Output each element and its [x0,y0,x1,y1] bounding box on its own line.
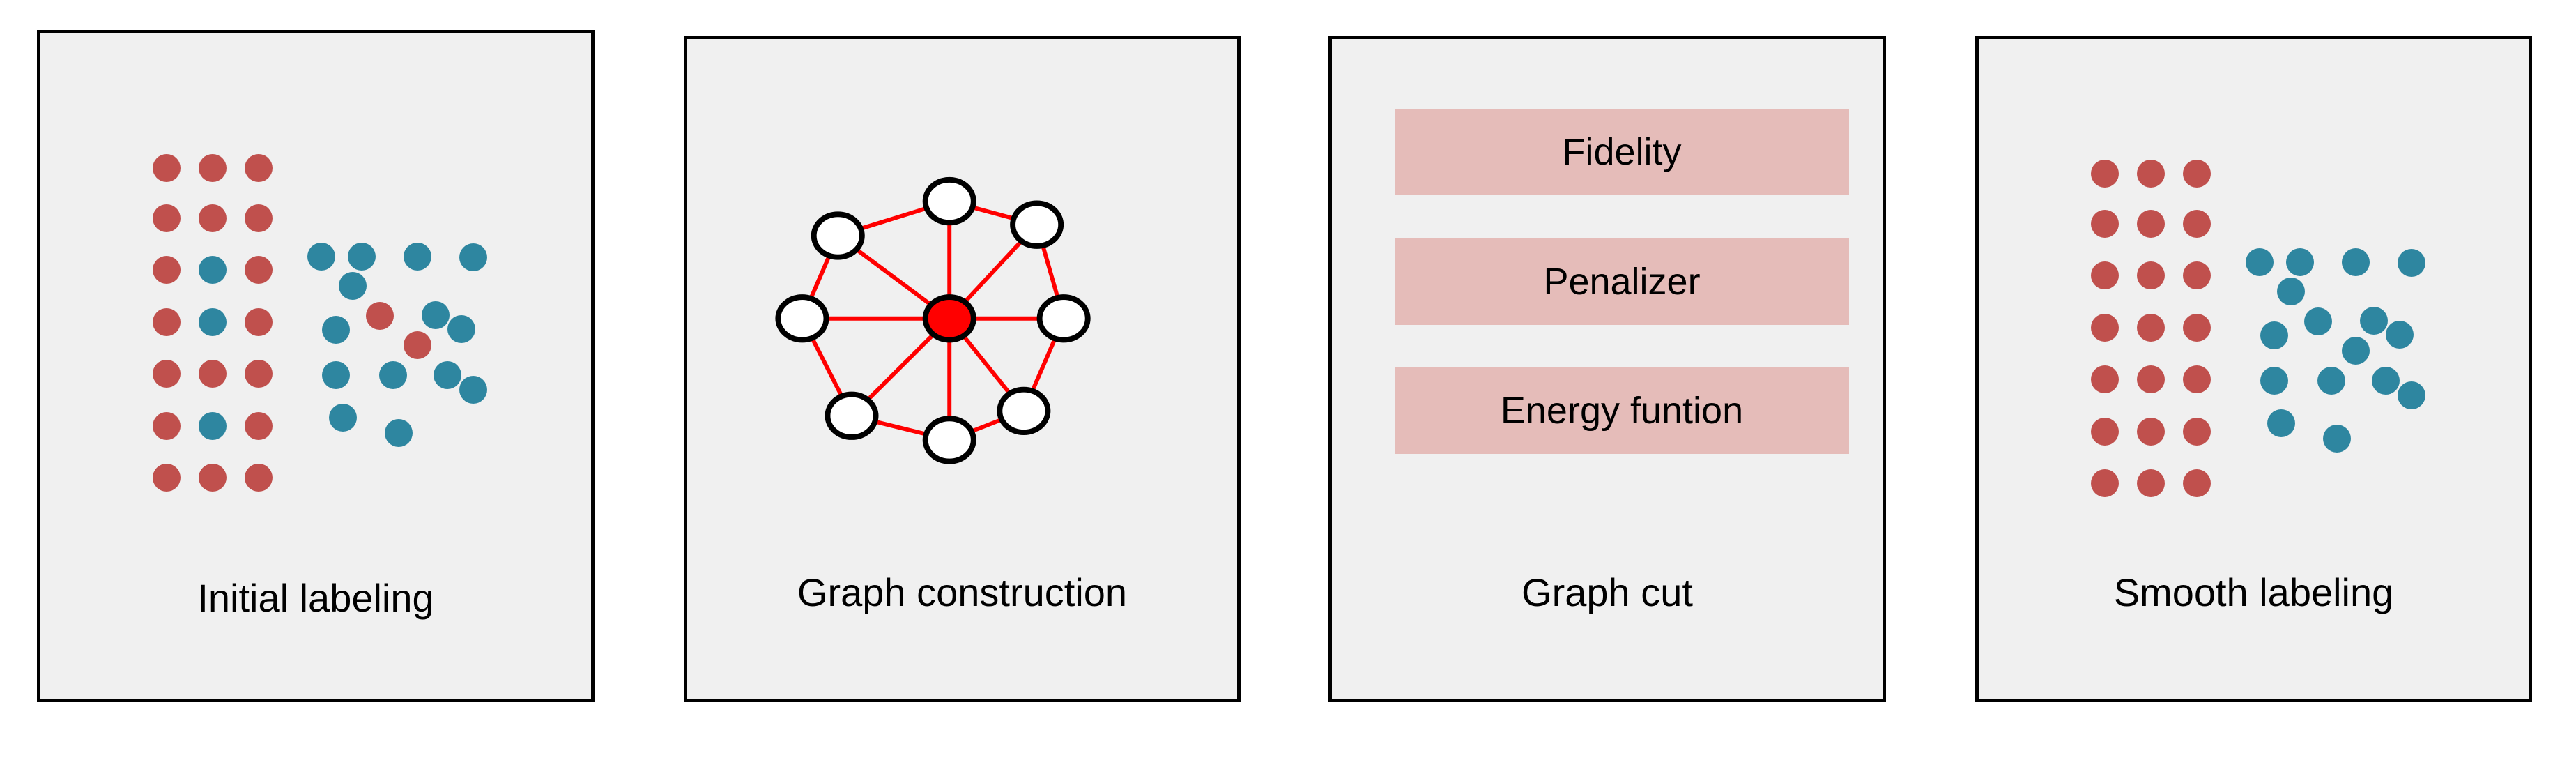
grid-dot [199,360,227,388]
grid-dot [2091,469,2119,497]
scatter-dot [2317,367,2345,395]
scatter-dot [434,361,461,389]
scatter-dot [404,331,431,359]
energy-term-bar[interactable]: Energy funtion [1395,367,1849,454]
grid-dot [245,154,273,182]
graph-node-n-bottom-right[interactable] [997,386,1051,435]
grid-dot [153,464,181,492]
scatter-dot [2246,248,2274,276]
scatter-dot [404,243,431,271]
scatter-dot [307,243,335,271]
grid-dot [2137,261,2165,289]
grid-dot [2137,160,2165,188]
scatter-dot [459,376,487,404]
energy-term-label: Penalizer [1543,261,1701,303]
panel-caption-initial-labeling: Initial labeling [197,576,434,620]
grid-dot [2183,365,2211,393]
grid-dot [2183,314,2211,342]
grid-dot [2091,418,2119,446]
grid-dot [2091,365,2119,393]
grid-dot [2183,469,2211,497]
scatter-dot [2260,321,2288,349]
graph-diagram [775,176,1091,464]
scatter-dot [2267,409,2295,437]
panel-caption-graph-cut: Graph cut [1521,570,1693,614]
grid-dot [2137,418,2165,446]
scatter-dot [322,361,350,389]
grid-dot [2137,210,2165,238]
grid-dot [2183,210,2211,238]
scatter-dot [348,243,376,271]
scatter-dot [2323,425,2351,453]
graph-center-node[interactable] [922,294,976,343]
grid-dot [153,412,181,440]
scatter-dot [366,302,394,330]
panel-smooth-labeling: Smooth labeling [1975,36,2532,702]
grid-dot [2137,314,2165,342]
grid-dot [245,360,273,388]
graph-node-n-left[interactable] [775,294,829,343]
grid-dot [199,256,227,284]
graph-node-n-bottom[interactable] [922,416,976,464]
grid-dot [245,204,273,232]
grid-dot [153,256,181,284]
scatter-dot [2342,248,2370,276]
scatter-dot [2398,249,2425,277]
scatter-dot [379,361,407,389]
graph-node-n-top[interactable] [922,176,976,226]
grid-dot [153,308,181,336]
panel-caption-smooth-labeling: Smooth labeling [2113,570,2394,614]
grid-dot [2183,418,2211,446]
grid-dot [2137,365,2165,393]
panel-initial-labeling: Initial labeling [37,30,595,702]
scatter-dot [2360,307,2388,335]
panel-caption-graph-construction: Graph construction [797,570,1128,614]
grid-dot [245,308,273,336]
grid-dot [199,204,227,232]
scatter-dot [2277,278,2305,305]
scatter-dot [2260,367,2288,395]
scatter-dot [2286,248,2314,276]
grid-dot [245,412,273,440]
energy-term-bar[interactable]: Penalizer [1395,238,1849,325]
scatter-dot [2372,367,2400,395]
grid-dot [2183,160,2211,188]
scatter-dot [447,315,475,343]
scatter-dot [459,243,487,271]
scatter-dot [2398,381,2425,409]
grid-dot [153,204,181,232]
graph-node-n-right[interactable] [1036,294,1091,343]
energy-term-label: Energy funtion [1500,390,1744,432]
grid-dot [199,154,227,182]
grid-dot [153,154,181,182]
grid-dot [245,256,273,284]
scatter-dot [329,404,357,432]
scatter-dot [2386,321,2414,349]
grid-dot [199,464,227,492]
grid-dot [199,308,227,336]
grid-dot [2091,210,2119,238]
scatter-dot [385,419,413,447]
grid-dot [245,464,273,492]
scatter-dot [422,301,450,329]
scatter-dot [2304,307,2332,335]
energy-term-bar[interactable]: Fidelity [1395,109,1849,195]
panel-graph-construction: Graph construction [684,36,1241,702]
scatter-dot [322,316,350,344]
grid-dot [2091,160,2119,188]
energy-term-label: Fidelity [1562,131,1682,173]
scatter-dot [339,272,367,300]
grid-dot [2091,314,2119,342]
grid-dot [2091,261,2119,289]
grid-dot [199,412,227,440]
scatter-dot [2342,337,2370,365]
grid-dot [2183,261,2211,289]
grid-dot [2137,469,2165,497]
graph-node-n-top-left[interactable] [811,211,865,260]
graph-node-n-top-right[interactable] [1010,200,1064,249]
graph-node-n-bottom-left[interactable] [825,391,879,440]
grid-dot [153,360,181,388]
